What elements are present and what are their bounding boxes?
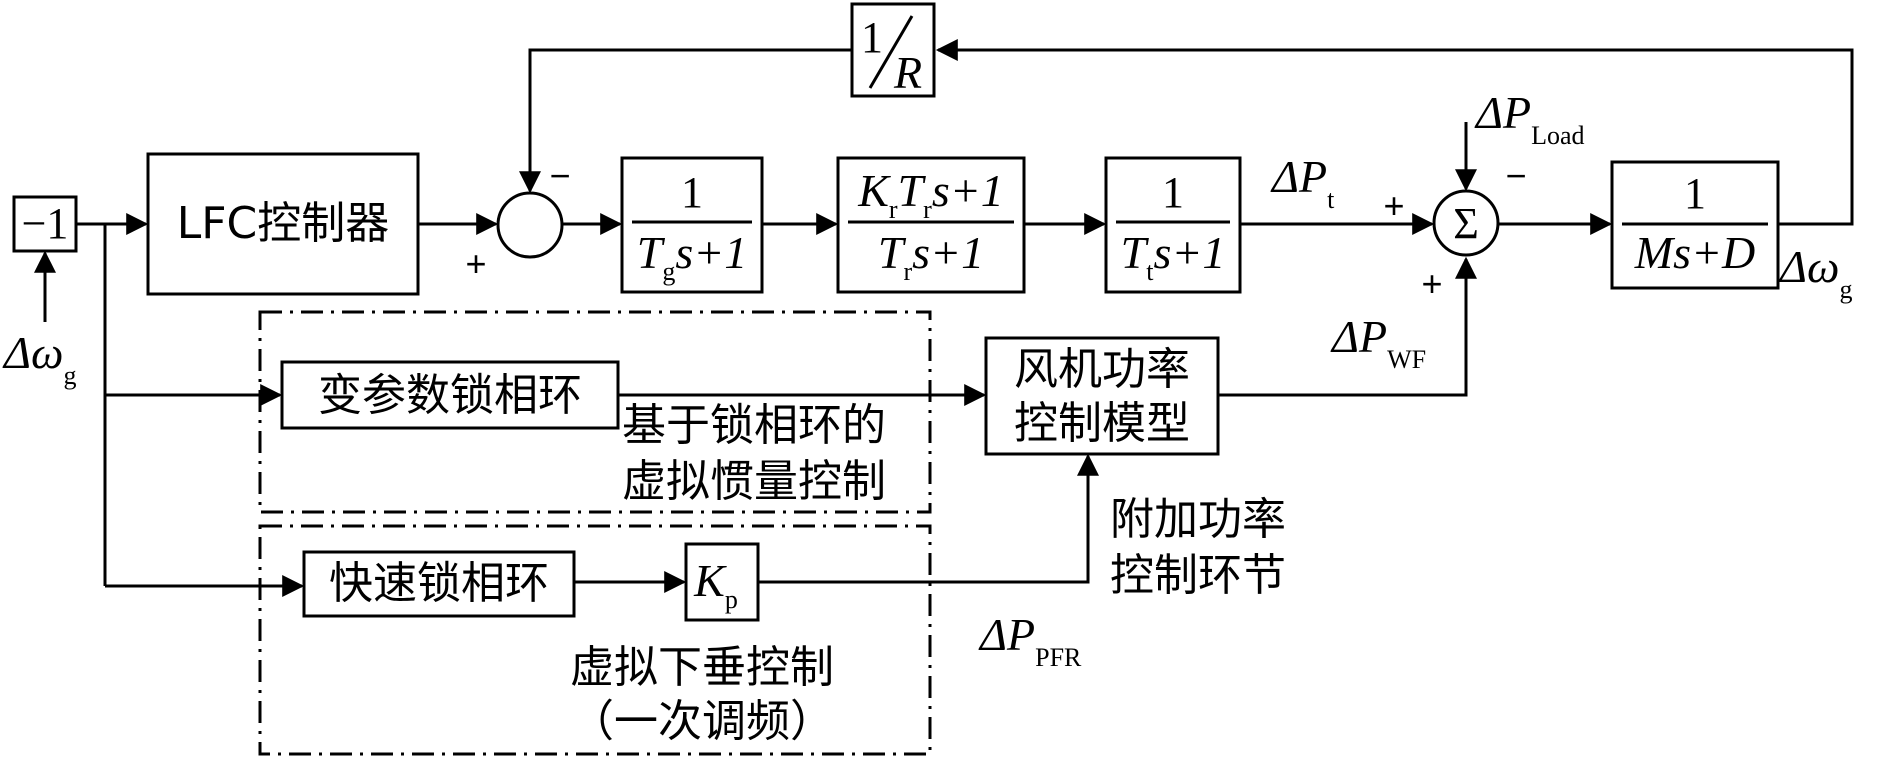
inertia-block: 1 Ms+D (1610, 160, 1780, 290)
reheat-num: KrTrs+1 (857, 165, 1004, 224)
feedback-gain-den: R (893, 47, 922, 98)
kp-label: Kp (693, 555, 738, 614)
sigma-plus-bottom: + (1421, 263, 1442, 304)
gain-neg1-label: −1 (22, 199, 69, 248)
lfc-controller-block: LFC控制器 (146, 152, 420, 296)
additional-power-label-line1: 附加功率 (1110, 494, 1286, 545)
governor-num: 1 (681, 168, 703, 217)
var-pll-label: 变参数锁相环 (318, 370, 582, 421)
turbine-den: Tts+1 (1121, 227, 1226, 286)
kp-block: Kp (684, 542, 760, 622)
sum1-plus-sign: + (465, 243, 486, 284)
lfc-controller-label: LFC控制器 (177, 198, 390, 249)
virtual-inertia-label-line2: 虚拟惯量控制 (622, 456, 886, 507)
delta-p-t-label: ΔPt (1270, 151, 1335, 214)
wind-model-to-sigma (1218, 256, 1477, 397)
delta-omega-g-output-label: Δωg (1778, 241, 1852, 304)
feedback-loop-line (935, 39, 1854, 226)
fast-pll-label: 快速锁相环 (329, 558, 549, 609)
var-pll-block: 变参数锁相环 (280, 360, 620, 430)
sigma-symbol: Σ (1453, 199, 1479, 248)
feedback-gain-num: 1 (861, 13, 883, 62)
turbine-block: 1 Tts+1 (1104, 156, 1242, 294)
reheat-block: KrTrs+1 Trs+1 (836, 156, 1026, 294)
wind-power-model-line2: 控制模型 (1014, 398, 1190, 449)
delta-p-load-label: ΔPLoad (1474, 87, 1585, 150)
feedback-gain-block: 1 R (850, 2, 936, 98)
virtual-droop-label-line2: （一次调频） (570, 696, 834, 747)
inertia-den: Ms+D (1634, 227, 1755, 278)
wind-power-model-line1: 风机功率 (1014, 344, 1190, 395)
governor-den: Tgs+1 (637, 227, 748, 286)
sigma-plus-left: + (1383, 185, 1404, 226)
delta-omega-g-input-label: Δωg (2, 327, 76, 390)
droop-feedback-line (519, 48, 852, 194)
turbine-num: 1 (1162, 168, 1184, 217)
virtual-droop-group (258, 524, 932, 756)
delta-p-pfr-label: ΔPPFR (978, 609, 1082, 672)
inertia-num: 1 (1684, 169, 1706, 218)
sum1-minus-sign: − (549, 155, 570, 196)
gain-neg1-block: −1 (12, 195, 78, 253)
governor-block: 1 Tgs+1 (620, 156, 764, 294)
sigma-summing-junction: Σ (1432, 189, 1500, 257)
wind-power-model-block: 风机功率 控制模型 (984, 336, 1220, 456)
additional-power-label-line2: 控制环节 (1110, 550, 1286, 601)
virtual-inertia-group (258, 310, 932, 514)
fast-pll-block: 快速锁相环 (302, 550, 576, 618)
kp-to-wind-model (758, 453, 1099, 584)
sigma-minus-top: − (1505, 155, 1526, 196)
virtual-droop-label-line1: 虚拟下垂控制 (570, 642, 834, 693)
reheat-den: Trs+1 (878, 227, 984, 286)
delta-p-wf-label: ΔPWF (1330, 311, 1426, 374)
summing-junction-1 (496, 191, 564, 259)
virtual-inertia-label-line1: 基于锁相环的 (622, 400, 886, 451)
